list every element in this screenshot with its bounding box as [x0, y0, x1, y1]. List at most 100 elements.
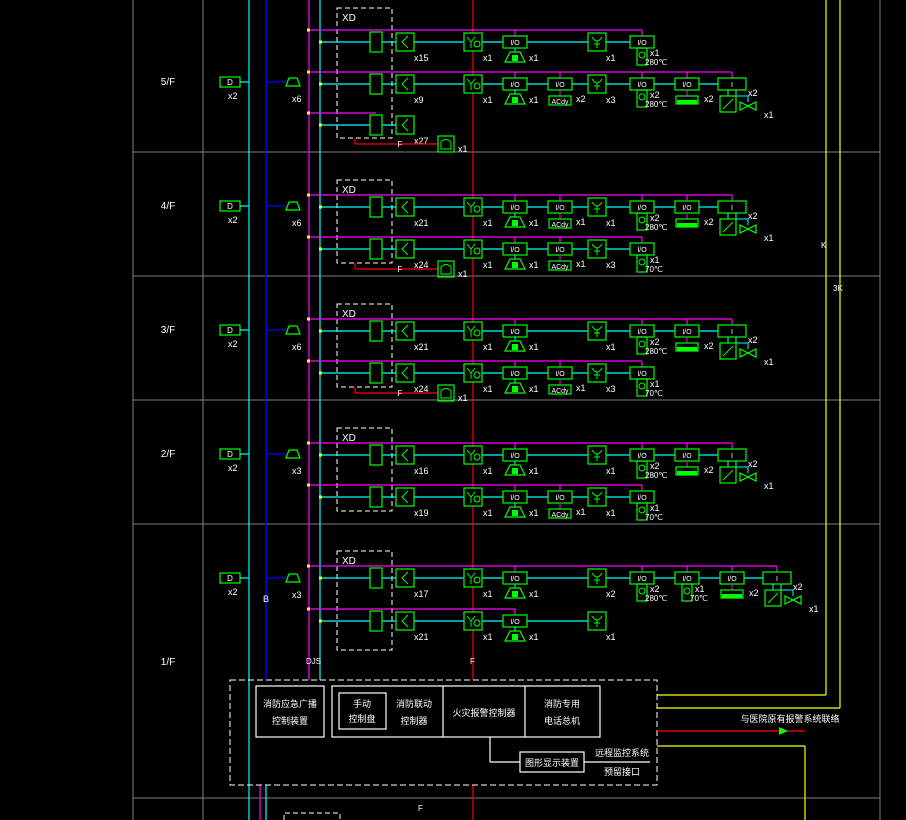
speaker-icon: [285, 573, 301, 583]
alarm-bell-count: x1: [529, 508, 539, 518]
reserved-interface-label: 预留接口: [604, 766, 640, 777]
ac-power-cutoff-label: ACdy: [551, 222, 569, 229]
io-module-label: I: [731, 82, 733, 89]
io-module-label: I/O: [682, 453, 692, 460]
fire-damper-icon: [636, 336, 648, 355]
alarm-bell-icon: [504, 464, 526, 476]
alarm-bell-icon: [504, 382, 526, 394]
io-module-label: I/O: [637, 329, 647, 336]
alarm-bell-icon: [504, 51, 526, 63]
valve-wire: [735, 337, 749, 349]
fire-damper-glyph: [638, 464, 646, 472]
floor-label: 4/F: [161, 201, 175, 212]
flow-switch-glyph: [722, 221, 734, 233]
smoke-detector-icon: [395, 611, 415, 631]
tap-point: [307, 70, 310, 74]
ac-power-cutoff-count: x2: [576, 94, 586, 104]
device-flow: [717, 443, 757, 484]
hydrant-button-count: x1: [483, 260, 493, 270]
device-manual: [587, 363, 607, 383]
fire-damper-icon: [636, 212, 648, 231]
smoke-detector-glyph: [401, 448, 409, 462]
smoke-detector-count: x9: [414, 95, 424, 105]
device-acdy: [547, 485, 573, 519]
signal-valve-count: x1: [764, 357, 774, 367]
io-module-label: I/O: [637, 205, 647, 212]
io-module-label: I/O: [510, 453, 520, 460]
io-module-label: I/O: [682, 205, 692, 212]
tap-point: [319, 329, 322, 333]
fire-damper-icon: [636, 89, 648, 108]
ac-power-cutoff-count: x1: [576, 383, 586, 393]
fan-pump-glyph: [722, 594, 742, 598]
io-module-label: I/O: [637, 82, 647, 89]
speaker-count: x6: [292, 342, 302, 352]
fire-damper-temp: 70℃: [645, 389, 663, 398]
io-module-label: I/O: [637, 576, 647, 583]
hydrant-button-glyph: [473, 371, 481, 379]
signal-valve-count: x1: [764, 481, 774, 491]
flow-switch-icon: [764, 589, 782, 607]
fire-damper-glyph: [638, 587, 646, 595]
fan-pump-glyph: [677, 471, 697, 475]
fire-damper-glyph: [638, 216, 646, 224]
device-pump: [674, 72, 700, 105]
device-smoke: [395, 115, 415, 135]
phone-riser-label: F: [470, 657, 475, 666]
junction-box-label: XD: [342, 185, 356, 196]
device-hydrant: [463, 568, 483, 588]
io-module-label: I/O: [637, 371, 647, 378]
tap-point: [307, 193, 310, 197]
device-pump: [719, 566, 745, 599]
fan-pump-glyph: [677, 347, 697, 351]
tap-point: [307, 483, 310, 487]
junction-box-label: XD: [342, 13, 356, 24]
device-hydrant: [463, 32, 483, 52]
fan-pump-glyph: [677, 223, 697, 227]
ac-power-cutoff-box: [548, 384, 572, 395]
device-damper: [629, 566, 655, 602]
device-smoke: [395, 74, 415, 94]
junction-box-label: XD: [342, 433, 356, 444]
smoke-detector-glyph: [401, 324, 409, 338]
io-module-label: I/O: [510, 371, 520, 378]
device-pump: [674, 319, 700, 352]
hydrant-button-count: x1: [483, 218, 493, 228]
manual-alarm-glyph: [591, 572, 603, 584]
io-module-label: I/O: [510, 576, 520, 583]
hydrant-button-glyph: [473, 453, 481, 461]
speaker-count: x3: [292, 590, 302, 600]
hydrant-button-count: x1: [483, 508, 493, 518]
fan-pump-glyph: [677, 100, 697, 104]
phone-line-label: F: [398, 140, 403, 149]
fire-damper-icon: [636, 254, 648, 273]
flow-switch-count: x2: [793, 582, 803, 592]
device-damper: [629, 485, 655, 521]
input-module: [369, 73, 383, 95]
ac-power-cutoff-box: [548, 218, 572, 229]
device-bell: [502, 566, 528, 599]
fire-damper-temp: 280℃: [645, 58, 667, 67]
flow-switch-glyph: [722, 98, 734, 110]
device-manual: [587, 487, 607, 507]
smoke-detector-icon: [395, 74, 415, 94]
fire-damper-icon: [636, 502, 648, 521]
flow-switch-icon: [719, 342, 737, 360]
fan-pump-count: x2: [704, 94, 714, 104]
tap-point: [307, 607, 310, 611]
telephone-host-label: 消防专用: [544, 698, 580, 709]
device-bell: [502, 319, 528, 352]
fire-telephone-glyph: [440, 388, 452, 399]
tap-point: [307, 235, 310, 239]
floor-label: 1/F: [161, 657, 175, 668]
broadcast-controller-box: [255, 685, 325, 738]
hydrant-button-glyph: [466, 78, 476, 90]
input-module: [369, 238, 383, 260]
detector-symbol: D: [227, 202, 233, 211]
ac-power-cutoff-count: x1: [576, 217, 586, 227]
alarm-bell-glyph: [512, 510, 518, 516]
device-smoke: [395, 445, 415, 465]
manual-alarm-glyph: [591, 36, 603, 48]
io-module-label: I/O: [637, 495, 647, 502]
device-bell: [502, 30, 528, 63]
